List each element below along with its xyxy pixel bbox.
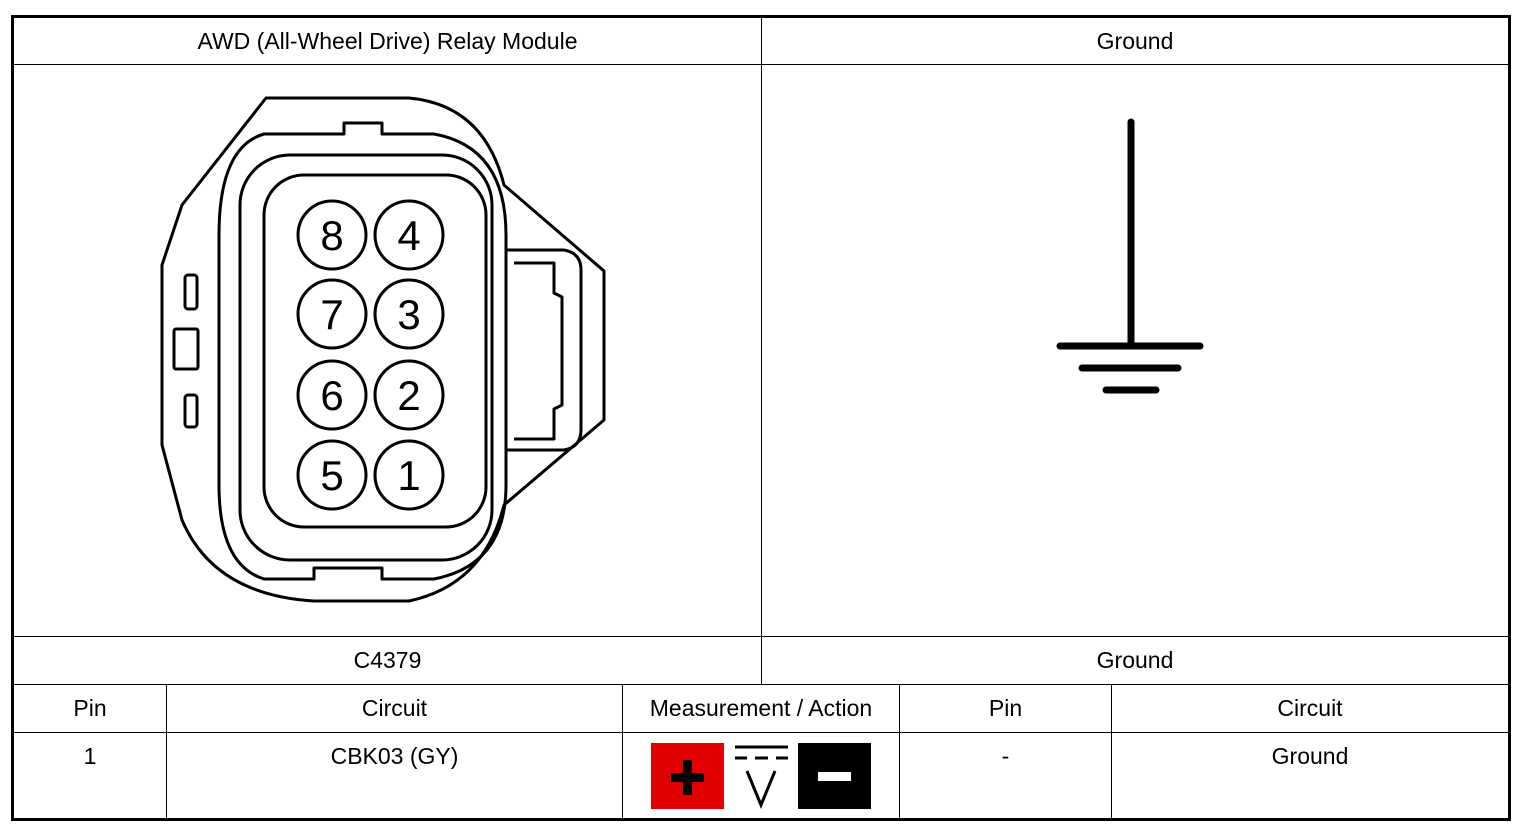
header-measurement: Measurement / Action: [649, 695, 873, 721]
divider: [1111, 684, 1112, 818]
divider: [899, 684, 900, 818]
pin-label-5: 5: [320, 452, 343, 499]
pinout-table-frame: AWD (All-Wheel Drive) Relay Module Groun…: [11, 15, 1511, 821]
ground-title: Ground: [1096, 27, 1174, 54]
row-measurement: [623, 733, 899, 818]
row-pin-2: -: [1001, 743, 1010, 769]
pin-label-2: 2: [397, 372, 420, 419]
divider: [14, 684, 1508, 685]
divider: [761, 18, 762, 684]
header-circuit-2: Circuit: [1277, 695, 1343, 721]
divider: [166, 684, 167, 818]
pin-label-7: 7: [320, 291, 343, 338]
pin-label-8: 8: [320, 212, 343, 259]
row-pin: 1: [83, 743, 97, 769]
dc-voltmeter-icon: [651, 743, 871, 809]
header-circuit: Circuit: [361, 695, 428, 721]
pin-label-4: 4: [397, 212, 420, 259]
ground-symbol-area: [762, 65, 1508, 636]
divider: [622, 684, 623, 818]
ground-icon: [1056, 118, 1204, 394]
row-circuit: CBK03 (GY): [330, 743, 459, 769]
pin-label-1: 1: [397, 452, 420, 499]
pin-label-6: 6: [320, 372, 343, 419]
connector-face-diagram: 8 4 7 3 6 2 5 1: [14, 65, 761, 636]
pin-label-3: 3: [397, 291, 420, 338]
connector-svg: 8 4 7 3 6 2 5 1: [160, 96, 606, 603]
row-circuit-2: Ground: [1271, 743, 1349, 769]
connector-id: C4379: [353, 647, 422, 673]
divider: [14, 732, 1508, 733]
header-pin: Pin: [73, 695, 107, 721]
connector-title: AWD (All-Wheel Drive) Relay Module: [197, 27, 578, 54]
ground-footer: Ground: [1096, 647, 1174, 673]
header-pin-2: Pin: [988, 695, 1023, 721]
